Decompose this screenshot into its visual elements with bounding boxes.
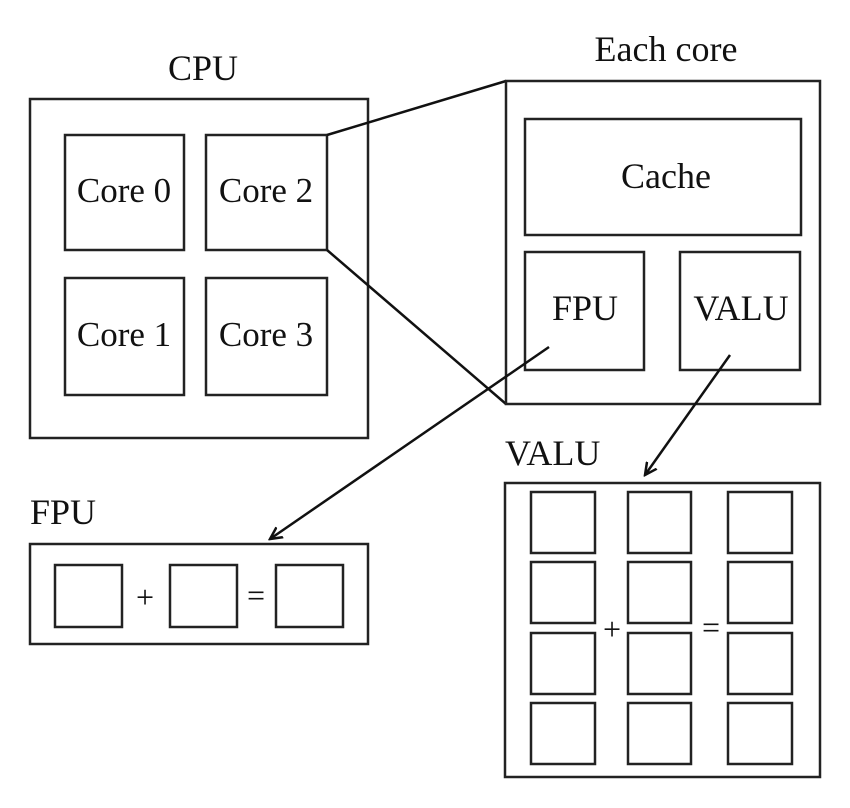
valu-plus-sign: + bbox=[603, 611, 621, 647]
core-2-label: Core 2 bbox=[219, 171, 313, 210]
valu-cell bbox=[726, 560, 794, 625]
fpu-arrow bbox=[270, 345, 550, 539]
core-1-label: Core 1 bbox=[77, 315, 171, 354]
core-3-label: Core 3 bbox=[219, 315, 313, 354]
valu-cell bbox=[626, 490, 693, 555]
core-2-box bbox=[204, 133, 329, 252]
zoom-line-top bbox=[326, 79, 507, 137]
fpu-detail-box bbox=[28, 542, 370, 646]
valu-cell bbox=[529, 631, 597, 696]
core-1-box bbox=[63, 276, 186, 397]
valu-cell bbox=[626, 631, 693, 696]
fpu-unit-box bbox=[523, 250, 646, 372]
each-core-title: Each core bbox=[595, 29, 738, 69]
valu-cell bbox=[529, 560, 597, 625]
valu-unit-box bbox=[678, 250, 802, 372]
cache-label: Cache bbox=[621, 156, 711, 196]
valu-detail-box bbox=[503, 481, 822, 779]
valu-cell bbox=[626, 701, 693, 766]
valu-arrow bbox=[645, 354, 732, 475]
cpu-title: CPU bbox=[168, 48, 238, 88]
valu-cell bbox=[726, 631, 794, 696]
core-detail-box bbox=[504, 79, 822, 406]
fpu-equals-sign: = bbox=[247, 577, 265, 613]
valu-cell bbox=[726, 701, 794, 766]
valu-equals-sign: = bbox=[702, 609, 720, 645]
fpu-operand-a bbox=[53, 563, 124, 629]
fpu-unit-label: FPU bbox=[552, 288, 618, 328]
zoom-line-bottom bbox=[326, 249, 507, 405]
valu-detail-title: VALU bbox=[505, 433, 600, 473]
valu-cell bbox=[529, 490, 597, 555]
valu-unit-label: VALU bbox=[693, 288, 788, 328]
fpu-plus-sign: + bbox=[136, 579, 154, 615]
valu-cell bbox=[626, 560, 693, 625]
fpu-result bbox=[274, 563, 345, 629]
core-0-label: Core 0 bbox=[77, 171, 171, 210]
cache-box bbox=[523, 117, 803, 237]
fpu-detail-title: FPU bbox=[30, 492, 96, 532]
valu-cell bbox=[726, 490, 794, 555]
cpu-box bbox=[28, 97, 370, 440]
valu-cell bbox=[529, 701, 597, 766]
core-3-box bbox=[204, 276, 329, 397]
fpu-operand-b bbox=[168, 563, 239, 629]
core-0-box bbox=[63, 133, 186, 252]
